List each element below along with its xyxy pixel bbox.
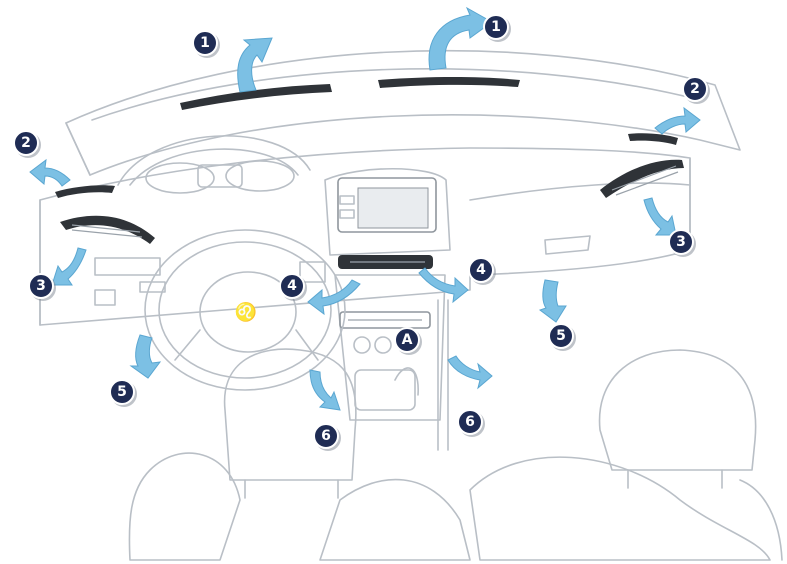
peugeot-lion-logo-icon: ♌: [235, 301, 257, 323]
side-window-vent-left: [55, 185, 115, 198]
windscreen-demist-vent-right: [378, 77, 520, 88]
callout-badge-2-left: 2: [13, 130, 41, 158]
callout-badge-4-right: 4: [468, 257, 496, 285]
callout-label: 6: [321, 428, 331, 444]
callout-badge-5-left: 5: [109, 379, 137, 407]
callout-label: 3: [36, 278, 46, 294]
callout-label: 1: [491, 19, 501, 35]
callout-label: 2: [21, 135, 31, 151]
callout-label: 1: [200, 35, 210, 51]
callout-label: 5: [117, 384, 127, 400]
callout-badge-2-right: 2: [682, 76, 710, 104]
dashboard-outline: [39, 49, 741, 326]
passenger-seat: [469, 349, 783, 561]
callout-badge-4-left: 4: [279, 273, 307, 301]
central-air-vents: [338, 255, 433, 269]
callout-label: 3: [676, 234, 686, 250]
side-window-vent-right: [628, 133, 678, 145]
callout-badge-1-left: 1: [192, 30, 220, 58]
centre-console: [334, 274, 449, 451]
callout-badge-5-right: 5: [548, 323, 576, 351]
callout-badge-6-right: 6: [457, 409, 485, 437]
side-air-vent-right: [600, 159, 684, 198]
callout-label: 4: [476, 262, 486, 278]
callout-label: A: [402, 332, 413, 348]
callout-label: 2: [690, 81, 700, 97]
callout-badge-6-left: 6: [313, 423, 341, 451]
airflow-arrow-icon: [29, 6, 701, 411]
callout-badge-A: A: [394, 327, 422, 355]
driver-seat: [128, 348, 471, 561]
callout-badge-1-right: 1: [483, 14, 511, 42]
callout-label: 4: [287, 278, 297, 294]
callout-badge-3-right: 3: [668, 229, 696, 257]
windscreen-demist-vent-left: [180, 84, 332, 110]
callout-label: 6: [465, 414, 475, 430]
side-air-vent-left: [60, 215, 155, 244]
steering-wheel: ♌: [144, 229, 346, 391]
callout-badge-3-left: 3: [28, 273, 56, 301]
callout-label: 5: [556, 328, 566, 344]
